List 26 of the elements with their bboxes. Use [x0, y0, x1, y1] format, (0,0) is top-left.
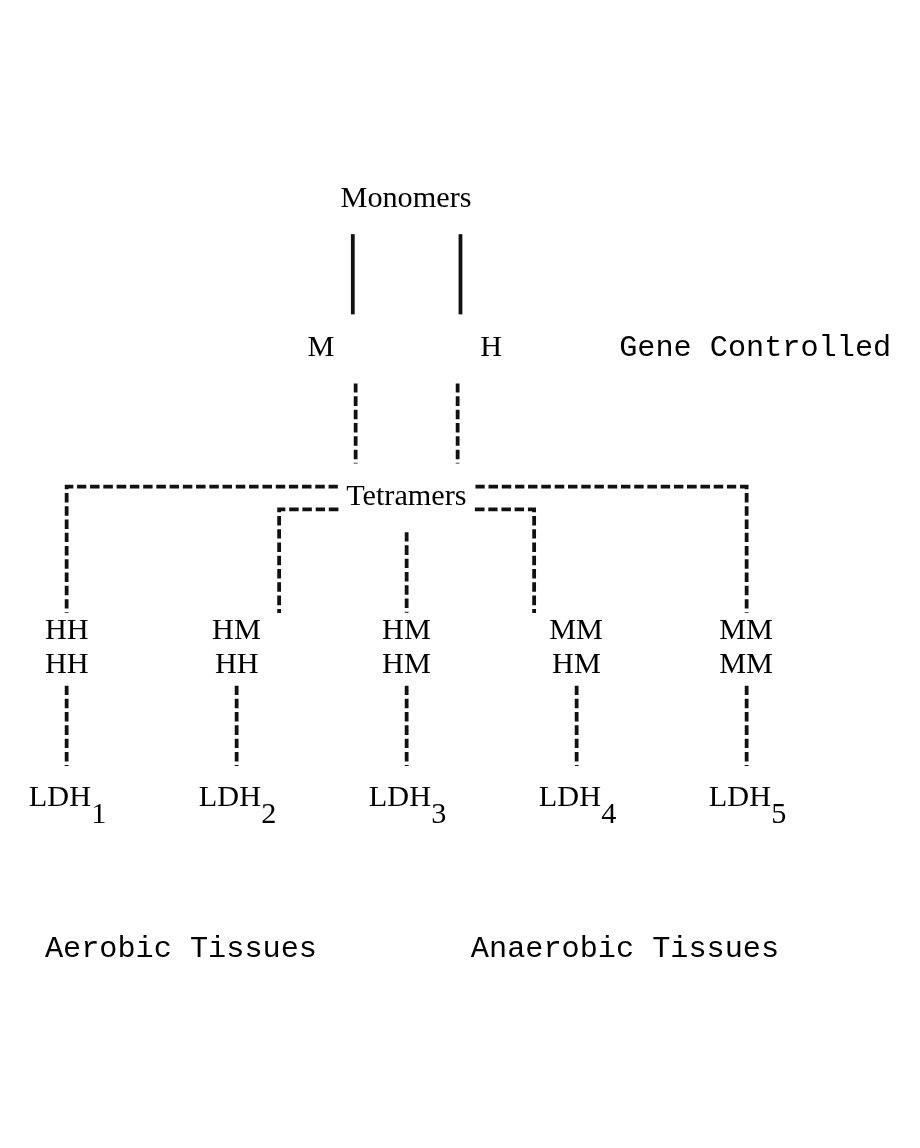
connector [234, 685, 239, 766]
node-text: HM HH [212, 611, 261, 680]
node-text: H [480, 328, 503, 363]
label: Gene Controlled [619, 330, 892, 365]
connector [350, 233, 355, 314]
node-text: Tetramers [346, 477, 467, 512]
label: Aerobic Tissues [44, 931, 317, 966]
node-text: HH HH [44, 611, 89, 680]
node-text: Monomers [340, 179, 472, 214]
connector [353, 382, 358, 464]
node-text: MM MM [719, 611, 773, 680]
connector [64, 484, 338, 613]
connector [475, 484, 749, 613]
connector [404, 531, 409, 613]
connector [404, 685, 409, 766]
connector [458, 233, 463, 314]
connector [474, 506, 537, 613]
connector [574, 685, 579, 766]
node-text: M [307, 328, 335, 363]
label: Anaerobic Tissues [470, 931, 780, 966]
connector [277, 506, 339, 613]
connector [64, 685, 69, 766]
node-text: MM HM [549, 611, 603, 680]
connector [744, 685, 749, 766]
node-text: HM HM [382, 611, 431, 680]
connector [455, 382, 460, 464]
